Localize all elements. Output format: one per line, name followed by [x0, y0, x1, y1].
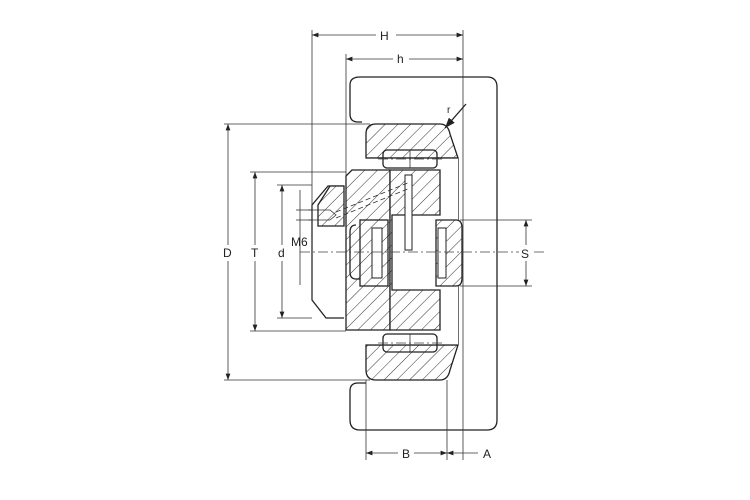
label-B: B	[402, 447, 410, 461]
label-H: H	[380, 29, 389, 43]
lube-passage	[335, 181, 411, 219]
outer-ring	[365, 123, 459, 381]
label-T: T	[251, 246, 259, 260]
label-D: D	[223, 246, 232, 260]
roller-top	[378, 149, 442, 169]
label-S: S	[521, 247, 529, 261]
label-A: A	[483, 447, 491, 461]
label-r: r	[447, 105, 451, 116]
track-outline	[349, 76, 498, 431]
lube-bore	[308, 209, 337, 221]
extension-lines	[224, 30, 532, 460]
label-M6: M6	[291, 235, 308, 249]
roller-bottom	[378, 333, 442, 353]
inner-cavity	[349, 224, 372, 280]
dim-r-leader	[444, 103, 467, 129]
label-h: h	[397, 52, 404, 66]
lube-channel	[404, 174, 413, 251]
inner-shaft	[389, 169, 441, 331]
label-d: d	[278, 246, 285, 260]
